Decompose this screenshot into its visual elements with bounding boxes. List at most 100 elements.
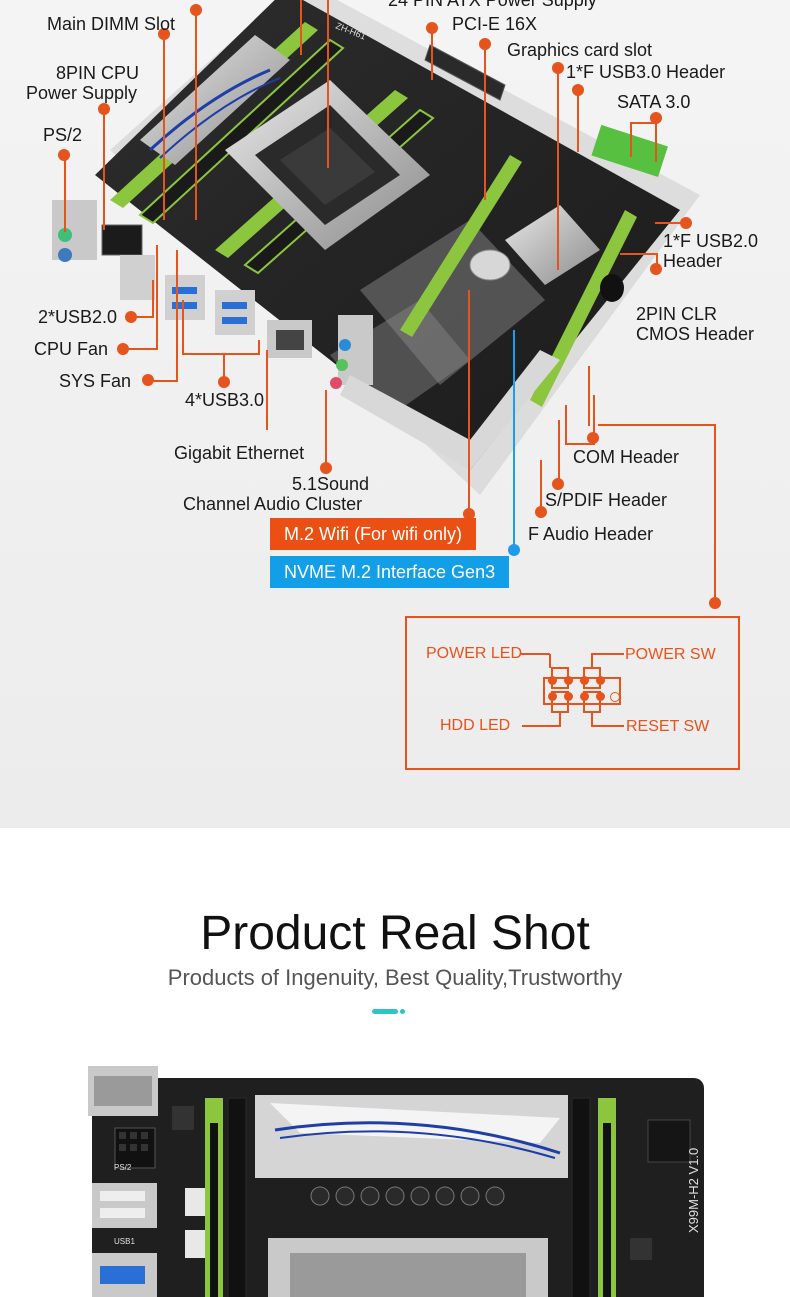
leader-line <box>130 316 154 318</box>
fp-hdd-led: HDD LED <box>440 717 511 734</box>
label-graphics-slot: Graphics card slot <box>507 40 653 60</box>
leader-line <box>431 28 433 80</box>
label-clr-cmos-1: 2PIN CLR <box>636 304 718 324</box>
leader-line <box>565 443 595 445</box>
board-usb-text: USB1 <box>114 1237 135 1246</box>
cmos-battery <box>469 249 511 281</box>
leader-dot <box>142 374 154 386</box>
label-atx-power: 24 PIN ATX Power Supply <box>388 0 597 10</box>
label-f-audio: F Audio Header <box>528 524 654 544</box>
leader-line <box>103 110 105 230</box>
leader-line <box>593 395 595 440</box>
leader-dot <box>58 149 70 161</box>
label-clr-cmos-2: CMOS Header <box>636 324 755 344</box>
fp-power-sw: POWER SW <box>625 646 716 663</box>
label-sys-fan: SYS Fan <box>59 371 132 391</box>
fp-power-led: POWER LED <box>426 645 523 662</box>
label-com-header: COM Header <box>573 447 680 467</box>
leader-line <box>557 70 559 270</box>
leader-line <box>195 10 197 220</box>
leader-line <box>630 122 632 157</box>
label-cpu-fan: CPU Fan <box>34 339 109 359</box>
leader-dot <box>125 311 137 323</box>
leader-dot <box>552 62 564 74</box>
usb30-rear-ports <box>165 275 205 320</box>
section-subtitle: Products of Ingenuity, Best Quality,Trus… <box>167 965 623 990</box>
leader-dot <box>426 22 438 34</box>
pcie-slot-1 <box>400 155 522 337</box>
pcie-slot-2 <box>530 210 637 407</box>
ps2-port <box>58 228 72 242</box>
leader-dot <box>463 508 475 520</box>
leader-line <box>182 300 184 355</box>
label-usb20-header-1: 1*F USB2.0 <box>663 231 759 251</box>
fp-pin-empty <box>610 692 620 702</box>
leader-dot <box>650 263 662 275</box>
fp-reset-sw: RESET SW <box>626 718 710 735</box>
motherboard-photo: X99M-H2 V1.0 PS/2 USB1 <box>88 1066 704 1297</box>
leader-line <box>620 253 658 255</box>
label-usb30-header: 1*F USB3.0 Header <box>566 62 726 82</box>
title-divider-dot <box>400 1009 405 1014</box>
leader-line <box>122 348 158 350</box>
label-ps2: PS/2 <box>43 125 83 145</box>
leader-line <box>176 250 178 382</box>
leader-line <box>64 160 66 232</box>
leader-line <box>327 0 329 168</box>
leader-line <box>656 253 658 265</box>
label-usb30-rear: 4*USB3.0 <box>185 390 265 410</box>
label-ethernet: Gigabit Ethernet <box>174 443 305 463</box>
label-cpu-power-1: 8PIN CPU <box>56 63 140 83</box>
fp-pin <box>548 692 557 701</box>
leader-dot <box>218 376 230 388</box>
leader-dot <box>158 28 170 40</box>
product-real-shot-section: Product Real Shot Products of Ingenuity,… <box>0 828 790 1297</box>
leader-line <box>630 122 656 124</box>
usb-ports <box>92 1183 157 1228</box>
front-panel-diagram <box>405 616 740 770</box>
leader-line <box>513 330 515 548</box>
leader-line <box>223 353 225 380</box>
leader-line <box>565 405 567 445</box>
fp-pin <box>548 676 557 685</box>
leader-dot <box>680 217 692 229</box>
leader-line <box>468 290 470 512</box>
leader-line <box>258 340 260 355</box>
leader-dot <box>320 462 332 474</box>
front-panel-pin-header <box>520 653 624 727</box>
board-ps2-text: PS/2 <box>114 1163 132 1172</box>
leader-line <box>163 34 165 220</box>
board-model-text: X99M-H2 V1.0 <box>686 1148 701 1233</box>
leader-line <box>714 424 716 600</box>
annotated-board-section: ZH-H61 <box>0 0 790 828</box>
leader-dot <box>650 112 662 124</box>
sata-ports <box>591 124 668 177</box>
leader-dot <box>587 432 599 444</box>
label-main-dimm: Main DIMM Slot <box>47 14 176 34</box>
leader-dot <box>117 343 129 355</box>
pcb-board <box>95 0 680 470</box>
leader-line <box>540 460 542 508</box>
leader-line <box>588 366 590 426</box>
dimm-slot-2 <box>138 38 345 225</box>
dimm-slot-b <box>571 1097 591 1297</box>
label-usb20-header-2: Header <box>663 251 723 271</box>
leader-line <box>325 390 327 465</box>
label-sound-1: 5.1Sound <box>292 474 370 494</box>
leader-dot <box>572 84 584 96</box>
leader-line <box>558 420 560 480</box>
fp-pin <box>580 692 589 701</box>
leader-dot <box>535 506 547 518</box>
section-title: Product Real Shot <box>200 907 590 960</box>
leader-dot <box>190 4 202 16</box>
fp-pin <box>596 676 605 685</box>
leader-line <box>484 45 486 200</box>
leader-dot <box>552 478 564 490</box>
leader-dot <box>98 103 110 115</box>
leader-line <box>152 280 154 318</box>
label-pcie: PCI-E 16X <box>452 14 538 34</box>
leader-line <box>182 353 260 355</box>
leader-line <box>156 245 158 350</box>
label-usb20-rear: 2*USB2.0 <box>38 307 118 327</box>
leader-line <box>266 350 268 430</box>
